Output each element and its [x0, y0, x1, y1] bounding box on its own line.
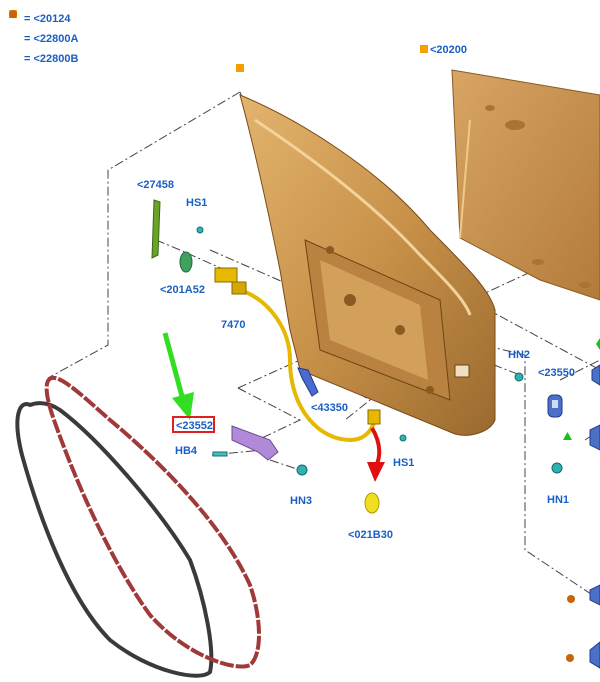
callout-23552[interactable]: <23552: [176, 420, 213, 432]
marker-triangle-right-2: [563, 432, 572, 440]
fastener-hs1-bottom[interactable]: [399, 434, 407, 442]
hinge-parts[interactable]: [589, 364, 600, 669]
callout-hs1-top[interactable]: HS1: [186, 197, 207, 209]
callout-hs1-bottom[interactable]: HS1: [393, 457, 414, 469]
callout-021b30[interactable]: <021B30: [348, 529, 393, 541]
callout-20200[interactable]: <20200: [430, 44, 467, 56]
door-seal-inner[interactable]: [44, 375, 261, 669]
callout-201a52[interactable]: <201A52: [160, 284, 205, 296]
callout-hn1[interactable]: HN1: [547, 494, 569, 506]
door-outer-skin[interactable]: [451, 69, 600, 301]
marker-circle-right-2: [566, 654, 574, 662]
red-arrow: [367, 426, 385, 482]
part-23550[interactable]: [547, 394, 563, 418]
part-201a52[interactable]: [179, 251, 193, 273]
part-43350[interactable]: [297, 367, 319, 397]
legend: = <20124 = <22800A = <22800B: [8, 9, 78, 69]
callout-27458[interactable]: <27458: [137, 179, 174, 191]
fastener-hs1-top[interactable]: [196, 226, 204, 234]
callout-hn2[interactable]: HN2: [508, 349, 530, 361]
legend-row-square: = <20124: [8, 9, 78, 29]
marker-square-20200: [420, 45, 428, 53]
legend-label-circle: = <22800B: [24, 53, 79, 65]
marker-circle-right-1: [567, 595, 575, 603]
highlight-box: [172, 416, 215, 433]
legend-label-triangle: = <22800A: [24, 33, 79, 45]
marker-triangle-right-1: [596, 338, 600, 350]
legend-label-square: = <20124: [24, 13, 71, 25]
green-arrow: [162, 332, 194, 420]
callout-23550[interactable]: <23550: [538, 367, 575, 379]
legend-row-circle: = <22800B: [8, 10, 79, 69]
callout-hn3[interactable]: HN3: [290, 495, 312, 507]
fastener-hn3[interactable]: [296, 464, 308, 476]
door-inner-panel[interactable]: [239, 94, 496, 436]
legend-row-triangle: = <22800A: [8, 10, 79, 49]
part-23552[interactable]: [231, 425, 279, 461]
part-27458[interactable]: [151, 199, 161, 259]
callout-hb4[interactable]: HB4: [175, 445, 198, 457]
door-wiring-harness[interactable]: [214, 267, 381, 443]
callout-7470[interactable]: 7470: [221, 319, 245, 331]
callout-43350[interactable]: <43350: [311, 402, 348, 414]
door-seal-outer[interactable]: [15, 401, 214, 678]
marker-square-top: [236, 64, 244, 72]
part-021b30[interactable]: [364, 492, 380, 514]
fastener-hn1[interactable]: [551, 462, 563, 474]
fastener-hn2[interactable]: [514, 372, 524, 382]
fastener-hb4[interactable]: [212, 451, 228, 457]
